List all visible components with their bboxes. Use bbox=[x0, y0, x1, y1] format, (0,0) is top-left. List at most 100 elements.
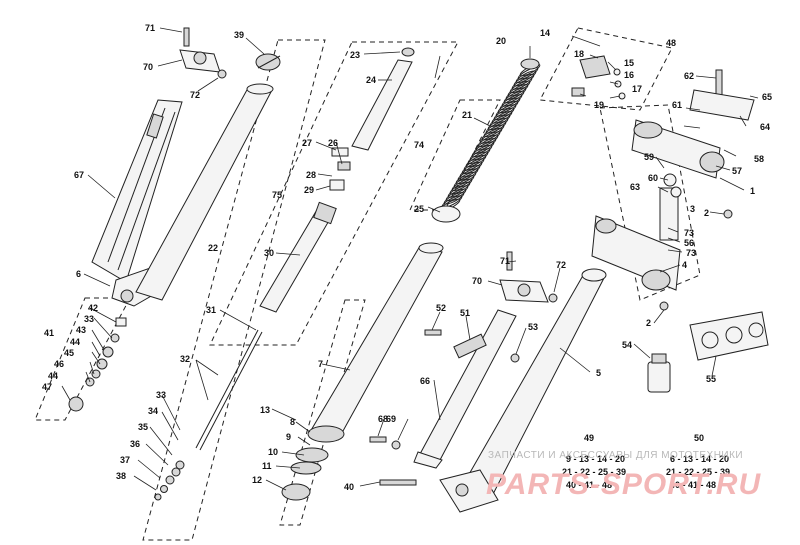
label-33a: 33 bbox=[84, 314, 94, 324]
kit-49-line-1: 9 - 13 - 14 - 20 bbox=[566, 454, 625, 464]
label-66: 66 bbox=[420, 376, 430, 386]
label-28: 28 bbox=[306, 170, 316, 180]
bar-clamp-upper bbox=[689, 89, 755, 121]
kit-49-line-2: 21 - 22 - 25 - 39 bbox=[562, 467, 626, 477]
label-71b: 71 bbox=[500, 256, 510, 266]
label-73b: 73 bbox=[686, 248, 696, 258]
label-5: 5 bbox=[596, 368, 601, 378]
label-33b: 33 bbox=[156, 390, 166, 400]
label-17: 17 bbox=[632, 84, 642, 94]
label-56: 56 bbox=[684, 238, 694, 248]
label-53: 53 bbox=[528, 322, 538, 332]
top-cap-kit-48 bbox=[571, 55, 626, 100]
label-68: 68 bbox=[378, 414, 388, 424]
label-8: 8 bbox=[290, 417, 295, 427]
label-31: 31 bbox=[206, 305, 216, 315]
label-2a: 2 bbox=[704, 208, 709, 218]
label-35: 35 bbox=[138, 422, 148, 432]
spring-top-20 bbox=[431, 58, 540, 223]
label-3: 3 bbox=[690, 204, 695, 214]
label-4: 4 bbox=[682, 260, 687, 270]
rod-31 bbox=[154, 329, 263, 501]
decal-plate-55 bbox=[689, 311, 769, 361]
label-7: 7 bbox=[318, 359, 323, 369]
label-24: 24 bbox=[366, 75, 376, 85]
label-59: 59 bbox=[644, 152, 654, 162]
label-9: 9 bbox=[286, 432, 291, 442]
label-61: 61 bbox=[672, 100, 682, 110]
oil-bottle-54 bbox=[647, 353, 671, 393]
leader-lines bbox=[61, 27, 759, 491]
label-13: 13 bbox=[260, 405, 270, 415]
label-21: 21 bbox=[462, 110, 472, 120]
label-70a: 70 bbox=[143, 62, 153, 72]
label-23: 23 bbox=[350, 50, 360, 60]
outline-48 bbox=[539, 27, 673, 111]
kit-50-line-1: 6 - 13 - 14 - 20 bbox=[670, 454, 729, 464]
label-75: 75 bbox=[272, 190, 282, 200]
label-39: 39 bbox=[234, 30, 244, 40]
spacer-25 bbox=[431, 205, 461, 223]
label-34: 34 bbox=[148, 406, 158, 416]
label-69a: 69 bbox=[386, 414, 396, 424]
label-44a: 44 bbox=[70, 337, 80, 347]
label-6: 6 bbox=[76, 269, 81, 279]
label-52: 52 bbox=[436, 303, 446, 313]
label-22: 22 bbox=[208, 243, 218, 253]
label-44b: 44 bbox=[48, 371, 58, 381]
label-62: 62 bbox=[684, 71, 694, 81]
label-70b: 70 bbox=[472, 276, 482, 286]
seal-10 bbox=[295, 447, 329, 463]
label-16: 16 bbox=[624, 70, 634, 80]
label-64: 64 bbox=[760, 122, 770, 132]
label-26: 26 bbox=[328, 138, 338, 148]
label-63: 63 bbox=[630, 182, 640, 192]
label-72a: 72 bbox=[190, 90, 200, 100]
kit-49-title: 49 bbox=[584, 433, 594, 443]
label-25a: 25 bbox=[414, 204, 424, 214]
label-29: 29 bbox=[304, 185, 314, 195]
label-30: 30 bbox=[264, 248, 274, 258]
label-15: 15 bbox=[624, 58, 634, 68]
label-41: 41 bbox=[44, 328, 54, 338]
seal-11 bbox=[290, 461, 322, 475]
kit-49-box: 49 9 - 13 - 14 - 20 21 - 22 - 25 - 39 40… bbox=[560, 433, 628, 497]
outer-tube-5 bbox=[439, 268, 607, 513]
label-32: 32 bbox=[180, 354, 190, 364]
watermark-caption: ЗАПЧАСТИ И АКСЕССУАРЫ ДЛЯ МОТОТЕХНИКИ bbox=[488, 450, 743, 461]
label-57: 57 bbox=[732, 166, 742, 176]
small-parts-41 bbox=[68, 317, 127, 412]
label-27: 27 bbox=[302, 138, 312, 148]
kit-49-line-3: 40 - 41 - 48 bbox=[566, 480, 612, 490]
spring-21 bbox=[439, 63, 541, 212]
seal-12 bbox=[281, 483, 311, 501]
label-11: 11 bbox=[262, 461, 272, 471]
steering-assembly bbox=[591, 69, 755, 311]
label-37: 37 bbox=[120, 455, 130, 465]
kit-50-title: 50 bbox=[694, 433, 704, 443]
label-73a: 73 bbox=[684, 228, 694, 238]
label-42: 42 bbox=[88, 303, 98, 313]
label-71a: 71 bbox=[145, 23, 155, 33]
kit-50-box: 50 6 - 13 - 14 - 20 21 - 22 - 25 - 39 40… bbox=[666, 433, 730, 490]
label-51: 51 bbox=[460, 308, 470, 318]
label-65: 65 bbox=[762, 92, 772, 102]
label-48: 48 bbox=[666, 38, 676, 48]
damper-24 bbox=[329, 47, 415, 191]
clamp-lower bbox=[499, 251, 558, 303]
label-60: 60 bbox=[648, 173, 658, 183]
clamp-upper-left bbox=[179, 27, 227, 79]
outline-22 bbox=[142, 39, 326, 541]
guard-66 bbox=[413, 309, 517, 469]
outer-tube-upper bbox=[135, 53, 281, 301]
label-46: 46 bbox=[54, 359, 64, 369]
label-14: 14 bbox=[540, 28, 550, 38]
label-12: 12 bbox=[252, 475, 262, 485]
label-10: 10 bbox=[268, 447, 278, 457]
label-43: 43 bbox=[76, 325, 86, 335]
label-72b: 72 bbox=[556, 260, 566, 270]
inner-tube-7 bbox=[281, 242, 444, 501]
label-74: 74 bbox=[414, 140, 424, 150]
watermark: ЗАПЧАСТИ И АКСЕССУАРЫ ДЛЯ МОТОТЕХНИКИ PA… bbox=[486, 450, 760, 501]
